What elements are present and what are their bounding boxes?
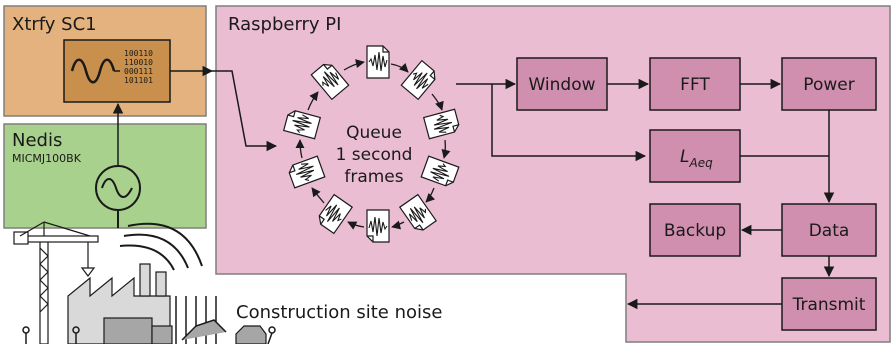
- data-block: [781, 203, 877, 257]
- document-icon: [366, 209, 390, 243]
- window-label: Window: [528, 75, 595, 95]
- binary-row-3: 000111: [124, 67, 153, 76]
- laeq-main: L: [680, 147, 689, 167]
- car-icon: [235, 325, 267, 344]
- laeq-block: [649, 129, 741, 183]
- document-icon: [366, 45, 390, 79]
- data-label: Data: [809, 221, 850, 241]
- laeq-subscript: Aeq: [688, 156, 713, 170]
- transmit-label: Transmit: [792, 295, 866, 315]
- queue-sublabel-2: frames: [344, 167, 403, 187]
- scene-caption: Construction site noise: [236, 302, 442, 323]
- sine-wave-icon: [70, 58, 116, 84]
- fft-block: [649, 57, 741, 111]
- window-block: [516, 57, 608, 111]
- laeq-label: LAeq: [680, 147, 713, 170]
- power-block: [781, 57, 877, 111]
- excavator-icon: [175, 296, 227, 344]
- nedis-title: Nedis: [12, 130, 62, 151]
- binary-row-2: 110010: [124, 58, 153, 67]
- fft-label: FFT: [680, 75, 710, 95]
- nedis-model: MICMJ100BK: [12, 152, 82, 165]
- binary-row-1: 100110: [124, 49, 153, 58]
- backup-label: Backup: [664, 221, 726, 241]
- truck-icon: [103, 317, 173, 344]
- person-icon: [22, 326, 276, 344]
- queue-sublabel-1: 1 second: [336, 145, 413, 165]
- sound-waves-icon: [119, 222, 203, 271]
- queue-ring: [283, 45, 461, 243]
- binary-icon: 100110 110010 000111 101101: [124, 49, 153, 85]
- power-label: Power: [803, 75, 854, 95]
- xtrfy-title: Xtrfy SC1: [12, 14, 97, 35]
- construction-scene: [13, 221, 276, 344]
- backup-block: [649, 203, 741, 257]
- crane-icon: [13, 221, 99, 344]
- queue-label: Queue: [346, 123, 402, 143]
- raspberry-pi-title: Raspberry PI: [228, 14, 341, 35]
- binary-row-4: 101101: [124, 76, 153, 85]
